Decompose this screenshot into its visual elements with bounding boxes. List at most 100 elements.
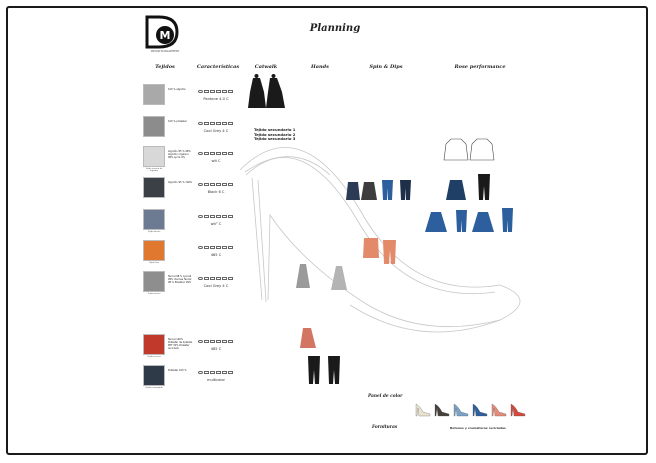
secondary-fabric-1: Tejido secundario 1 [254,127,296,132]
care-symbol-icon [210,182,215,187]
care-symbol-icon [210,121,215,126]
care-symbol-icon [228,151,233,156]
fabric-swatch [143,146,165,167]
fabric-composition: Tencel 98 % Lyocell 99% Viscosa Tencel 9… [168,275,192,284]
pantone-reference: multicolor [206,378,226,382]
column-header-rose-performance: Rose performance [454,64,506,70]
pantone-reference: wit° C [210,222,222,226]
care-symbol-icon [216,182,221,187]
care-symbol-icon [228,89,233,94]
care-symbol-icon [222,151,227,156]
care-symbols [198,182,236,187]
care-symbol-icon [204,214,209,219]
brand-logo: M [145,15,179,49]
care-symbol-icon [204,182,209,187]
hands-dresses [296,264,347,290]
fabric-swatch-label: Tejido técnico [147,356,161,358]
care-symbol-icon [222,276,227,281]
care-symbol-icon [204,276,209,281]
fabric-swatch-label: Tejido estampado [145,387,163,389]
care-symbol-icon [222,182,227,187]
pantone-reference: Pantone 4-0 C [203,97,229,101]
pantone-reference: 485 C [210,347,222,351]
care-symbol-icon [216,245,221,250]
column-header-spin-dips: Spin & Dips [369,64,403,70]
care-symbol-icon [204,89,209,94]
care-symbol-icon [222,339,227,344]
fabric-composition: 100 % poliéster [168,120,187,123]
stiletto-sketch [239,147,521,333]
care-symbol-icon [222,370,227,375]
panel-color-label: Panel de color [368,394,403,399]
logo-caption: DESIGN MANAGEMENT [150,50,180,53]
column-header-tejidos: Tejidos [155,64,175,70]
care-symbol-icon [228,276,233,281]
care-symbol-icon [210,276,215,281]
fabric-composition: Poliéster 100 % [168,369,187,372]
care-symbol-icon [228,214,233,219]
fabric-swatch [143,84,165,105]
care-symbol-icon [222,89,227,94]
care-symbol-icon [210,339,215,344]
secondary-fabric-2: Tejido secundario 2 [254,131,296,137]
shoe-swatch [453,403,469,417]
fabric-composition: 100 % algodón [168,88,186,91]
care-symbol-icon [222,121,227,126]
fabric-swatch [143,271,165,292]
care-symbol-icon [210,151,215,156]
page-title: Planning [309,23,361,34]
care-symbol-icon [216,89,221,94]
fornituras-label: Fornituras [372,425,398,430]
care-symbols [198,245,236,250]
pantone-reference: wit C [211,159,221,163]
care-symbol-icon [210,214,215,219]
fabric-swatch-label: Tejido lino [149,262,159,264]
shoe-swatch [472,403,488,417]
shoe-swatch [415,403,431,417]
care-symbol-icon [198,214,203,219]
shoe-swatch [491,403,507,417]
fabric-swatch [143,334,165,355]
shoe-panel [415,403,526,417]
care-symbol-icon [204,151,209,156]
care-symbols [198,214,236,219]
pantone-reference: Cool Grey 4 C [203,284,229,288]
fabric-swatch [143,365,165,386]
shoe-swatch [510,403,526,417]
care-symbol-icon [198,182,203,187]
rose-shirts [443,138,495,161]
fornituras-text: Botones y cremalleras recicladas [450,426,506,430]
fabric-composition: Tencel 100% Poliéster de botellas PET 30… [168,338,193,350]
care-symbol-icon [198,245,203,250]
care-symbol-icon [216,276,221,281]
column-header-caracteristicas: Características [196,64,240,70]
care-symbols [198,89,236,94]
care-symbol-icon [210,89,215,94]
logo-letter: M [160,29,171,42]
care-symbol-icon [204,245,209,250]
fabric-swatch [143,116,165,137]
care-symbol-icon [228,339,233,344]
care-symbol-icon [228,370,233,375]
care-symbol-icon [210,370,215,375]
fabric-swatch-label: Tejido denim [147,231,161,233]
care-symbol-icon [216,214,221,219]
care-symbol-icon [198,339,203,344]
care-symbol-icon [222,245,227,250]
care-symbol-icon [222,214,227,219]
care-symbol-icon [198,121,203,126]
care-symbol-icon [198,151,203,156]
care-symbol-icon [210,245,215,250]
fabric-swatch [143,177,165,198]
fabric-swatch-label: Tejido tencel [147,293,161,295]
care-symbol-icon [204,370,209,375]
hands-lower [300,328,340,384]
care-symbol-icon [216,151,221,156]
fabric-composition: Algodón 95 % 100% [168,181,193,184]
pantone-reference: Black 6 C [207,190,225,194]
care-symbol-icon [216,370,221,375]
care-symbol-icon [198,89,203,94]
care-symbol-icon [228,121,233,126]
catwalk-dresses [248,74,285,108]
care-symbol-icon [198,276,203,281]
